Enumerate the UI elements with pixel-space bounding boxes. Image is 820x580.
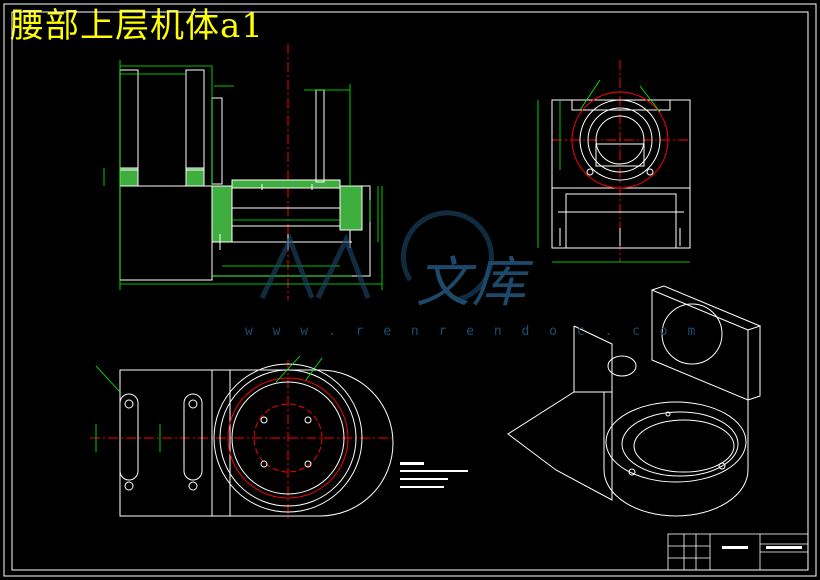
inner-frame [11, 11, 809, 571]
plan-view [90, 360, 394, 520]
plan-dimensions [95, 355, 323, 452]
side-dimensions [537, 79, 690, 263]
outer-frame [3, 3, 817, 577]
title-block [667, 533, 809, 571]
front-section-view [119, 44, 371, 300]
watermark-brand: 文库 [416, 251, 528, 314]
drawing-title: 腰部上层机体a1 [10, 6, 264, 46]
watermark-url: w w w . r e n r e n d o c . c o m [245, 324, 702, 339]
isometric-view [507, 285, 762, 517]
side-view [551, 60, 691, 262]
watermark-logo [259, 210, 494, 303]
technical-notes [400, 462, 468, 488]
